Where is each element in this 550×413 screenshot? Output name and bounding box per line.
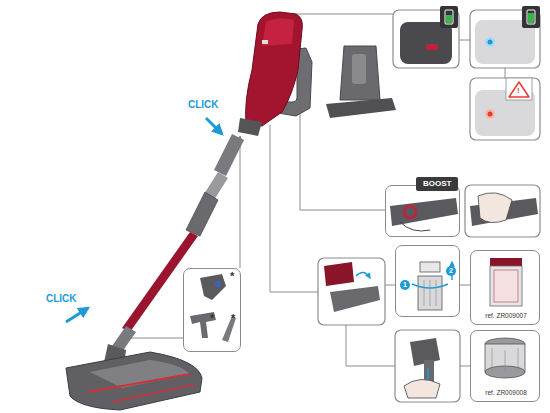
filter-top [490, 258, 522, 266]
bracket-base [326, 98, 396, 118]
bracket-slot [352, 54, 366, 84]
rotate-arrow [356, 272, 370, 278]
accessory-panel: * * * [183, 268, 241, 352]
battery-icon [445, 10, 453, 24]
indicator-panel [470, 78, 540, 140]
dustbin [324, 262, 354, 286]
wall-bracket [340, 46, 380, 100]
battery-icon [527, 10, 535, 24]
indicator-panel [470, 10, 540, 68]
hand-outline [400, 222, 430, 231]
body-highlight [262, 18, 294, 46]
led-glow [485, 109, 495, 119]
click-arrow [66, 308, 88, 322]
mini-brush [200, 274, 226, 300]
power-button [426, 44, 438, 50]
leader-line [385, 285, 395, 286]
battery-badge [440, 6, 458, 28]
boost-trigger [404, 206, 416, 218]
filter-cylinder [418, 276, 442, 310]
hand [404, 379, 440, 398]
asterisk: * [231, 313, 235, 324]
action-label: CLICK [188, 100, 219, 110]
filter-removal-panel [395, 330, 460, 402]
filter-cap [420, 262, 440, 272]
warning-mark: ! [517, 87, 520, 95]
filter-rib [492, 348, 493, 370]
boost-panel: BOOST [385, 185, 460, 237]
spare-part-panel: ref. ZR009007 [470, 250, 540, 325]
filter-rib [505, 350, 506, 372]
upholstery-tool [190, 312, 216, 338]
mini-brush-detail [215, 281, 221, 287]
part-reference: ref. ZR009008 [471, 390, 541, 397]
asterisk: * [230, 271, 234, 282]
filter-body [490, 266, 522, 306]
warning-triangle [509, 82, 529, 97]
leader-line [459, 40, 470, 41]
indicator [262, 40, 268, 44]
leader-line [460, 285, 470, 286]
dustbin-panel [318, 258, 385, 325]
button-label: BOOST [416, 177, 458, 191]
led-blue [488, 40, 493, 45]
tube-coupling [214, 134, 244, 176]
boost-panel [465, 185, 540, 237]
filter-rib [424, 280, 425, 306]
led-red [488, 112, 493, 117]
dustbin-base [330, 286, 380, 312]
filter-step-panel: 12 [395, 245, 460, 317]
motor-body [246, 12, 303, 126]
action-label: CLICK [46, 294, 77, 304]
asterisk: * [210, 313, 214, 324]
step-number: 2 [446, 266, 456, 276]
indicator-panel [393, 10, 459, 68]
leader-line [346, 325, 395, 366]
floor-head-stripe [112, 384, 196, 402]
part-reference: ref. ZR009007 [471, 313, 541, 320]
battery-level [528, 13, 534, 23]
leader-line [270, 125, 318, 292]
warning-badge [506, 78, 532, 100]
spare-part-panel: ref. ZR009008 [470, 330, 540, 402]
tube [122, 232, 198, 332]
filter-rib [436, 280, 437, 306]
click-arrow [206, 118, 222, 134]
floor-head [66, 352, 202, 410]
hand [478, 193, 512, 223]
filter-rib [518, 348, 519, 370]
battery-level [446, 15, 452, 23]
leader-line [282, 14, 393, 15]
handle-detail [400, 22, 452, 64]
leader-line [505, 68, 506, 78]
step-number: 1 [400, 280, 410, 290]
twist-arrow [412, 284, 448, 288]
leader-line [300, 100, 385, 210]
filter-mesh [494, 270, 518, 302]
battery-badge [522, 6, 540, 28]
leader-arrow [240, 136, 241, 268]
filter-rib [430, 280, 431, 306]
body-nozzle [238, 118, 262, 136]
leader-line [460, 366, 470, 367]
led-glow [485, 37, 495, 47]
tube-joint [186, 192, 218, 236]
